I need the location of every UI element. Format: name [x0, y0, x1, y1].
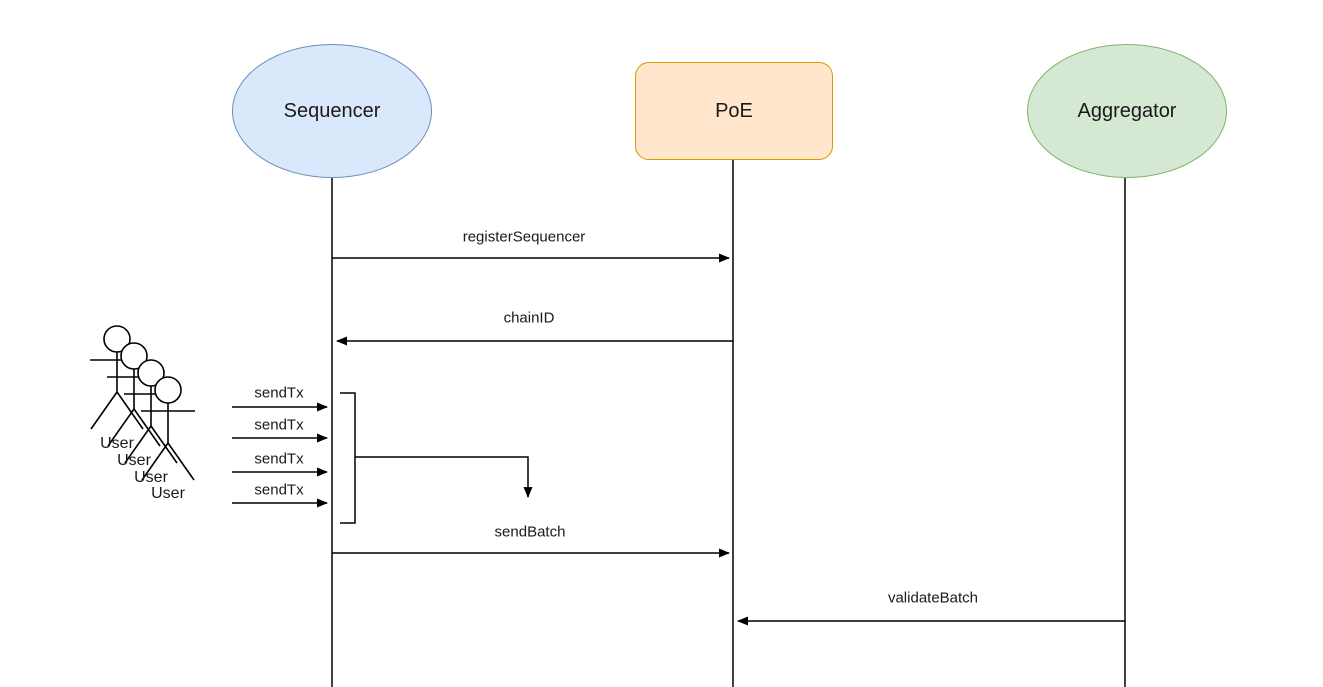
- user-actor-label: User: [134, 469, 168, 486]
- tx-group-bracket: [340, 392, 356, 524]
- user-actor-icon: [141, 376, 195, 481]
- batch-elbow-arrow: [355, 456, 533, 498]
- user-actors-group: [90, 325, 195, 481]
- message-label-chain-id: chainID: [501, 309, 557, 327]
- message-label-send-batch: sendBatch: [492, 523, 568, 541]
- participant-label: Aggregator: [1077, 99, 1177, 122]
- message-label-send-tx-2: sendTx: [252, 416, 306, 434]
- message-label-validate-batch: validateBatch: [885, 589, 981, 607]
- message-label-send-tx-1: sendTx: [252, 384, 306, 402]
- participant-poe: PoE: [635, 62, 833, 160]
- participant-sequencer: Sequencer: [232, 44, 432, 178]
- message-label-send-tx-3: sendTx: [252, 450, 306, 468]
- participant-aggregator: Aggregator: [1027, 44, 1227, 178]
- user-actor-label: User: [100, 435, 134, 452]
- message-label-register-sequencer: registerSequencer: [460, 228, 588, 246]
- user-actor-label: User: [151, 485, 185, 502]
- participant-label: PoE: [715, 99, 753, 122]
- message-label-send-tx-4: sendTx: [252, 481, 306, 499]
- participant-label: Sequencer: [283, 99, 381, 122]
- user-actor-label: User: [117, 452, 151, 469]
